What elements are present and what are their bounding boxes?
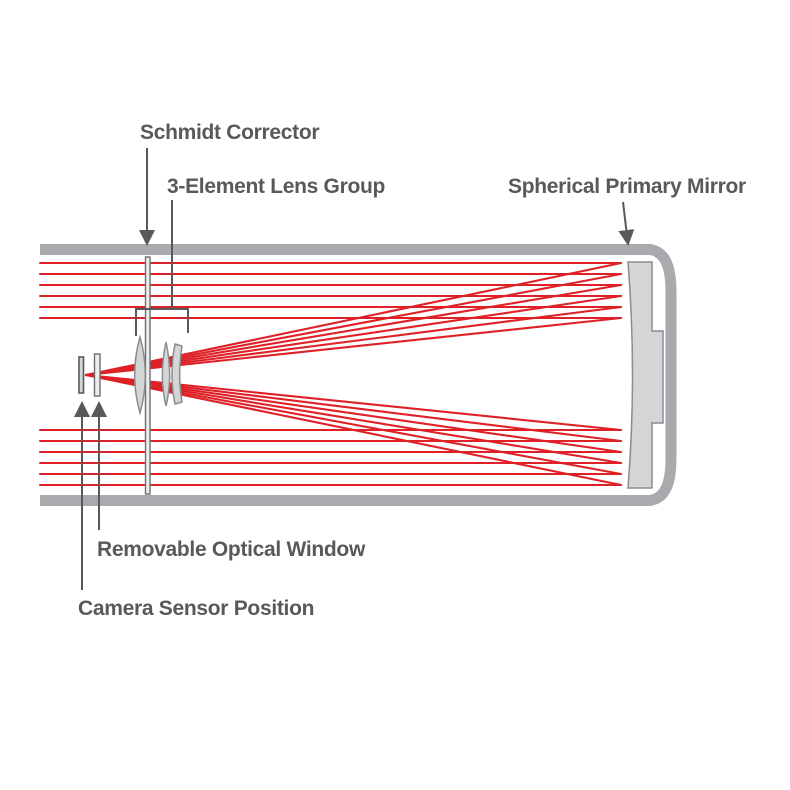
labels: Schmidt Corrector 3-Element Lens Group S… — [78, 121, 746, 620]
optical-window-label: Removable Optical Window — [97, 538, 366, 561]
tube-rear-cap — [648, 244, 677, 506]
spherical-primary-mirror — [627, 261, 664, 489]
primary-mirror-label: Spherical Primary Mirror — [508, 175, 746, 198]
lens-group-bracket — [135, 308, 189, 336]
annotations — [74, 148, 635, 590]
lens-group — [134, 334, 183, 416]
schmidt-corrector-plate — [144, 256, 151, 495]
lens-group-label: 3-Element Lens Group — [167, 175, 385, 198]
camera-sensor-label: Camera Sensor Position — [78, 597, 314, 620]
incoming-light-rays — [38, 261, 623, 487]
optical-window — [93, 353, 101, 397]
lens-element-2 — [161, 341, 171, 407]
lens-element-1 — [134, 334, 146, 416]
schmidt-corrector-label: Schmidt Corrector — [140, 121, 319, 144]
tube-bottom-wall — [40, 495, 652, 506]
camera-sensor — [78, 356, 85, 394]
lens-element-3 — [171, 343, 183, 405]
tube-top-wall — [40, 244, 652, 255]
primary-mirror-pointer — [618, 201, 635, 246]
telescope-tube — [40, 244, 677, 506]
